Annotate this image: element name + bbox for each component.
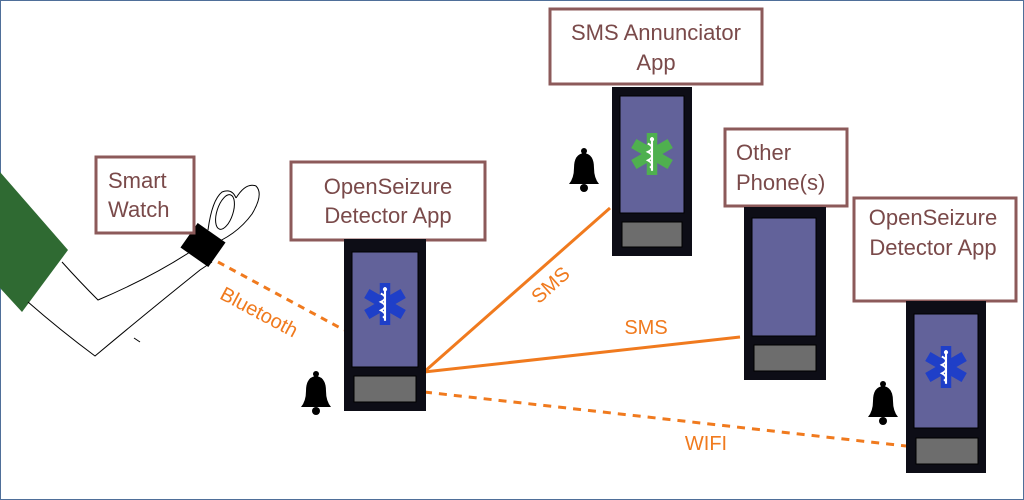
sms-link-other-phones xyxy=(423,335,741,374)
other-phones-label-line2: Phone(s) xyxy=(736,170,825,195)
annunciator-label-box: SMS Annunciator App xyxy=(548,7,764,86)
detector-1-label-line2: Detector App xyxy=(324,203,451,228)
bluetooth-link xyxy=(217,260,345,332)
annunciator-phone xyxy=(612,87,692,256)
detector-phone-2 xyxy=(906,301,986,473)
detector-2-label-line1: OpenSeizure xyxy=(869,205,997,230)
wifi-link xyxy=(423,390,907,448)
sms-label-annunciator: SMS xyxy=(528,263,575,308)
sms-label-other-phones: SMS xyxy=(624,317,667,339)
wifi-label: WIFI xyxy=(685,433,727,455)
smart-watch-label-box: Smart Watch xyxy=(94,155,196,235)
bell-icon xyxy=(569,148,599,192)
bell-icon xyxy=(868,381,898,425)
annunciator-label-line1: SMS Annunciator xyxy=(571,20,741,45)
bell-icon xyxy=(301,371,331,415)
smart-watch-label-line1: Smart xyxy=(108,168,167,193)
other-phones-label-line1: Other xyxy=(736,140,791,165)
detector-phone-1 xyxy=(344,239,426,411)
detector-2-label-box: OpenSeizure Detector App xyxy=(852,196,1018,303)
hand-shape xyxy=(0,172,68,312)
detector-1-label-line1: OpenSeizure xyxy=(324,174,452,199)
sms-link-annunciator xyxy=(423,206,611,374)
bluetooth-label: Bluetooth xyxy=(216,283,301,342)
detector-1-label-box: OpenSeizure Detector App xyxy=(289,160,487,242)
other-phones-label-box: Other Phone(s) xyxy=(723,127,849,208)
annunciator-label-line2: App xyxy=(636,50,675,75)
detector-2-label-line2: Detector App xyxy=(869,235,996,260)
smart-watch-label-line2: Watch xyxy=(108,197,170,222)
other-phone xyxy=(744,207,826,380)
